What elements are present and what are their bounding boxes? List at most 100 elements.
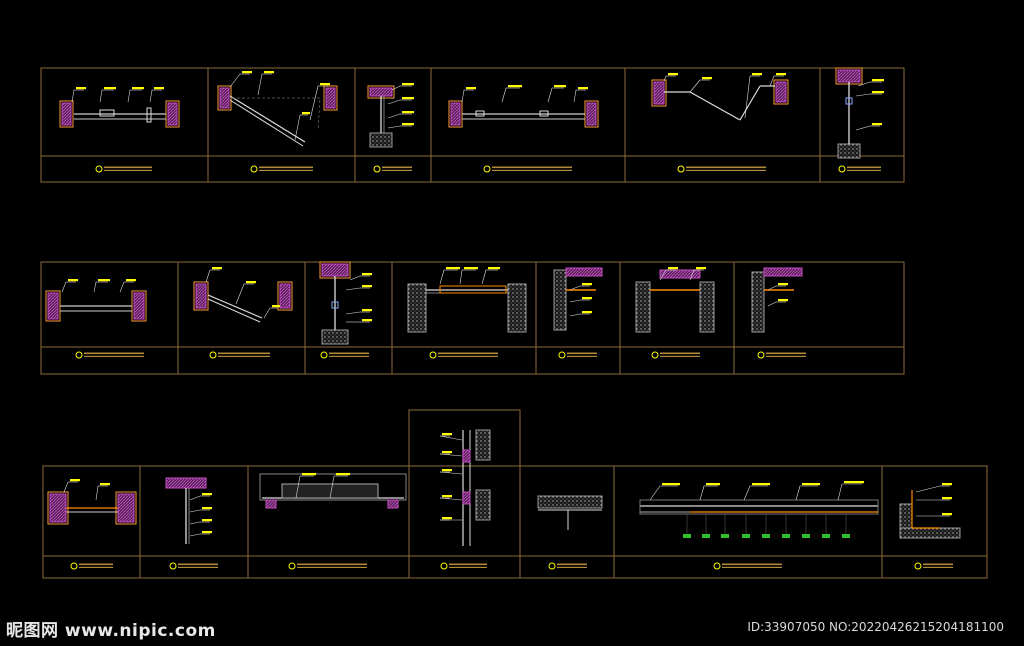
- title-symbol: [914, 562, 922, 570]
- title-underline: [79, 563, 113, 566]
- drawing-rect: [539, 110, 549, 117]
- title-underline: [438, 352, 498, 355]
- leader-line: [767, 301, 777, 307]
- title-symbol: [209, 351, 217, 359]
- leader-label: [582, 283, 592, 286]
- leader-label: [362, 309, 372, 312]
- stone-base: [699, 281, 715, 333]
- leader-line: [569, 313, 581, 317]
- wall-section: [450, 102, 461, 126]
- leader-line: [127, 89, 131, 103]
- drawing-line: [739, 85, 761, 121]
- wall-section: [47, 292, 59, 320]
- wall-outline: [323, 85, 338, 111]
- title-underline: [492, 166, 572, 169]
- light-fixture: [721, 534, 729, 538]
- title-symbol: [677, 165, 685, 173]
- wall-section: [279, 283, 291, 309]
- title-underline: [923, 563, 953, 566]
- title-underline: [449, 563, 487, 566]
- leader-line: [501, 87, 507, 103]
- drawing-line: [207, 294, 263, 319]
- leader-line: [659, 269, 667, 281]
- leader-line: [439, 435, 463, 441]
- title-underline: [259, 166, 313, 169]
- title-underline: [79, 566, 113, 568]
- title-symbol: [373, 165, 381, 173]
- leader-label: [706, 483, 720, 486]
- leader-label: [202, 531, 212, 534]
- leader-line: [349, 275, 361, 281]
- stone-base: [537, 495, 603, 509]
- title-underline: [660, 352, 700, 355]
- light-fixture: [802, 534, 810, 538]
- title-symbol: [838, 165, 846, 173]
- wall-section: [133, 292, 145, 320]
- leader-line: [149, 89, 153, 103]
- wall-section: [387, 499, 399, 509]
- leader-line: [439, 453, 463, 457]
- leader-line: [391, 85, 401, 91]
- leader-line: [294, 114, 301, 141]
- leader-label: [802, 483, 820, 486]
- wall-outline: [651, 79, 667, 107]
- leader-line: [63, 481, 69, 493]
- leader-line: [387, 99, 401, 105]
- leader-line: [837, 483, 843, 501]
- drawing-line: [689, 91, 741, 121]
- leader-label: [466, 87, 476, 90]
- leader-label: [442, 495, 452, 498]
- title-symbol: [548, 562, 556, 570]
- leader-line: [263, 307, 271, 319]
- title-underline: [438, 355, 498, 357]
- wall-section: [837, 69, 861, 83]
- leader-line: [689, 79, 701, 93]
- leader-line: [439, 269, 445, 285]
- leader-label: [202, 493, 212, 496]
- leader-label: [402, 83, 414, 86]
- wall-section: [265, 499, 277, 509]
- leader-line: [743, 485, 751, 501]
- drawing-rect: [475, 110, 485, 117]
- wall-section: [775, 81, 787, 103]
- leader-line: [649, 485, 661, 501]
- wall-outline: [59, 100, 74, 128]
- leader-label: [154, 87, 164, 90]
- title-underline: [104, 169, 152, 171]
- leader-line: [767, 285, 777, 291]
- drawing-rect: [331, 301, 339, 309]
- leader-label: [844, 481, 864, 484]
- stone-base: [369, 132, 393, 148]
- title-symbol: [75, 351, 83, 359]
- leader-line: [573, 89, 577, 103]
- title-underline: [84, 355, 144, 357]
- wall-section: [167, 102, 178, 126]
- leader-label: [442, 433, 452, 436]
- light-fixture: [782, 534, 790, 538]
- title-symbol: [320, 351, 328, 359]
- sheet-frame: [40, 67, 905, 183]
- stone-base: [475, 429, 491, 461]
- sheet-frame: [40, 261, 905, 375]
- title-underline: [766, 352, 806, 355]
- leader-label: [776, 73, 786, 76]
- leader-line: [61, 281, 67, 293]
- wall-section: [219, 87, 230, 109]
- leader-label: [582, 297, 592, 300]
- wall-section: [61, 102, 72, 126]
- light-fixture: [762, 534, 770, 538]
- leader-line: [769, 75, 775, 87]
- title-underline: [847, 169, 881, 171]
- ceiling-profile: [439, 285, 507, 294]
- leader-line: [71, 89, 75, 103]
- title-underline: [557, 563, 587, 566]
- leader-label: [68, 279, 78, 282]
- light-fixture: [683, 534, 691, 538]
- title-underline: [847, 166, 881, 169]
- leader-label: [302, 473, 316, 476]
- leader-label: [778, 283, 788, 286]
- leader-label: [554, 85, 566, 88]
- wall-section: [165, 477, 207, 489]
- wall-section: [49, 493, 67, 523]
